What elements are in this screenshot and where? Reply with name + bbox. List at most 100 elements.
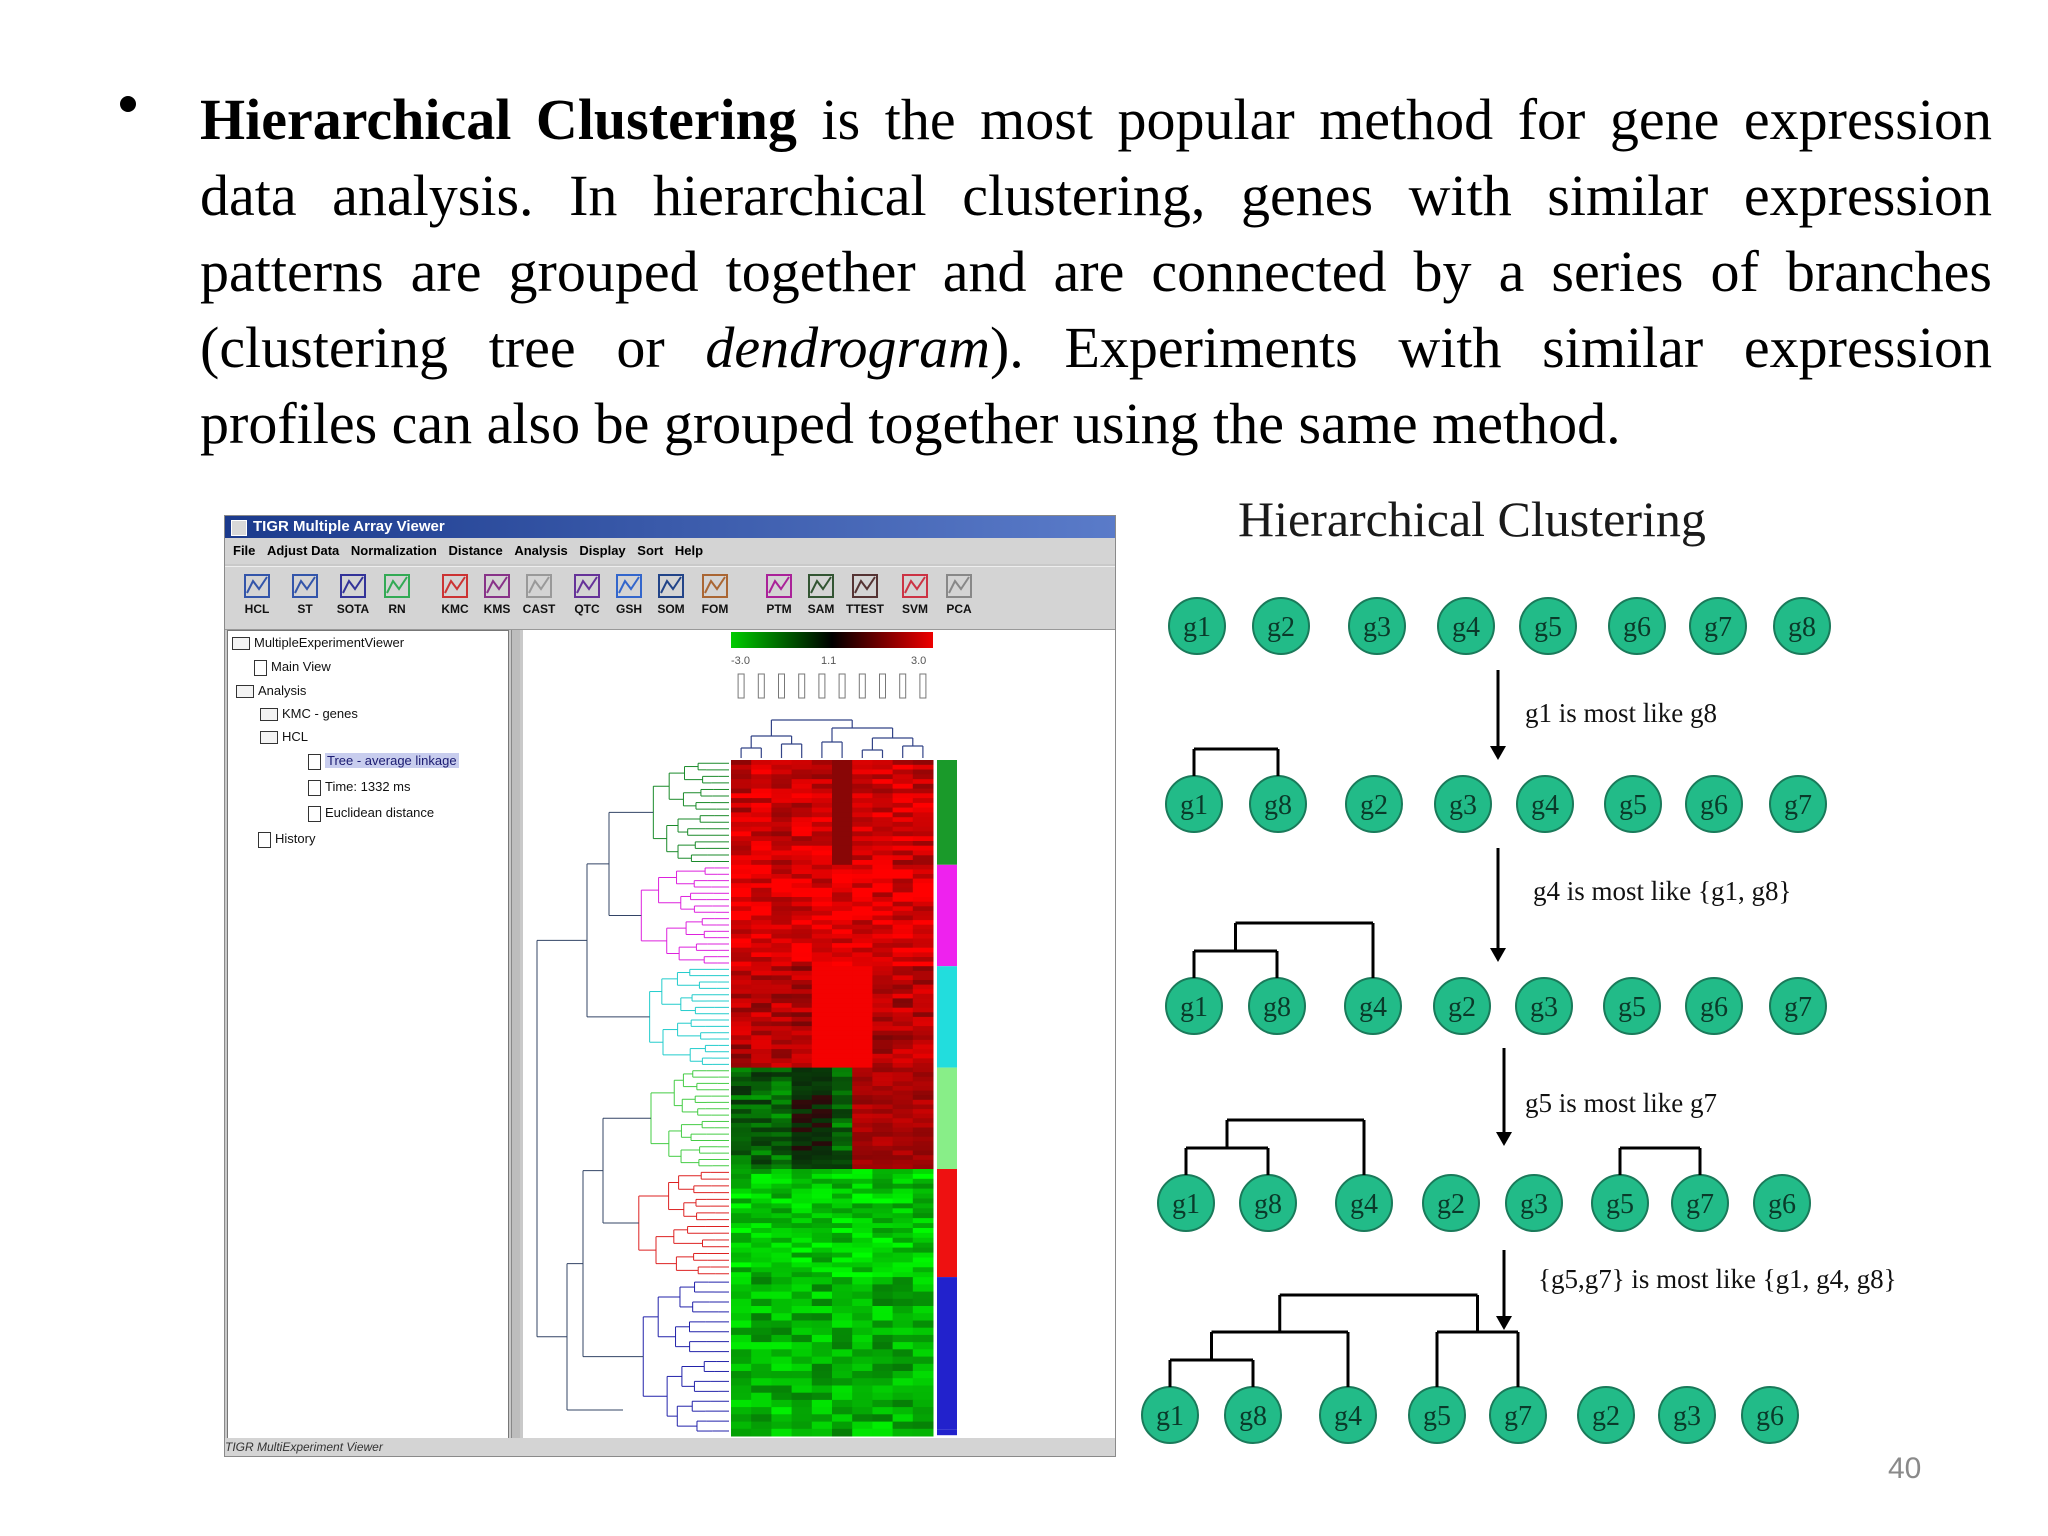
heatmap-cell: [771, 1428, 793, 1437]
heatmap-cell: [731, 1208, 752, 1214]
heatmap-cell: [751, 1136, 772, 1142]
sample-label: [838, 673, 846, 699]
heatmap-cell: [731, 1284, 752, 1293]
heatmap-cell: [791, 1076, 813, 1082]
menu-sort[interactable]: Sort: [637, 543, 664, 558]
heatmap-cell: [832, 1118, 853, 1124]
tool-fom-button[interactable]: FOM: [693, 571, 737, 625]
tree-main-view[interactable]: Main View: [254, 659, 331, 676]
heatmap-cell: [872, 1267, 894, 1273]
tool-label: HCL: [244, 602, 270, 616]
heatmap-cell: [852, 1150, 873, 1156]
gene-node-label: g5: [1534, 612, 1562, 643]
heatmap-cell: [832, 1193, 853, 1199]
heatmap-cell: [731, 764, 752, 771]
heatmap-cell: [832, 807, 853, 813]
menu-normalization[interactable]: Normalization: [350, 543, 437, 558]
heatmap-cell: [771, 1378, 793, 1386]
heatmap-cell: [912, 1076, 934, 1082]
heatmap-cell: [731, 841, 752, 847]
heatmap-cell: [852, 874, 873, 880]
tool-rn-button[interactable]: RN: [375, 571, 419, 625]
tool-som-button[interactable]: SOM: [649, 571, 693, 625]
heatmap-cell: [912, 1150, 934, 1156]
heatmap-cell: [811, 1232, 833, 1239]
heatmap-cell: [852, 924, 873, 930]
heatmap-cell: [731, 920, 752, 926]
tree-root[interactable]: MultipleExperimentViewer: [232, 635, 404, 651]
heatmap-cell: [852, 1284, 873, 1293]
tool-sota-button[interactable]: SOTA: [331, 571, 375, 625]
heatmap-cell: [731, 1132, 752, 1138]
heatmap-cell: [811, 920, 833, 926]
heatmap-cell: [811, 1267, 833, 1273]
heatmap-cell: [852, 938, 873, 944]
menu-file[interactable]: File: [233, 543, 256, 558]
document-icon: [308, 805, 321, 822]
heatmap-cell: [832, 841, 853, 847]
menu-adjust-data[interactable]: Adjust Data: [267, 543, 340, 558]
heatmap-cell: [751, 1392, 772, 1401]
gene-node: g5: [1591, 1174, 1649, 1232]
menu-analysis[interactable]: Analysis: [514, 543, 568, 558]
tree-kmc-genes[interactable]: KMC - genes: [260, 706, 358, 722]
heatmap-cell: [852, 1044, 873, 1050]
tool-ptm-button[interactable]: PTM: [757, 571, 801, 625]
heatmap-cell: [912, 774, 934, 780]
menu-help[interactable]: Help: [674, 543, 704, 558]
gene-node-label: g3: [1363, 612, 1391, 643]
pane-splitter[interactable]: [511, 630, 520, 1438]
heatmap-cell: [751, 1272, 772, 1278]
heatmap-cell: [751, 1327, 772, 1336]
heatmap-cell: [852, 1053, 873, 1059]
tool-st-button[interactable]: ST: [283, 571, 327, 625]
kmc-icon: [437, 571, 473, 601]
heatmap-cell: [791, 1371, 813, 1379]
heatmap-cell: [912, 1104, 934, 1110]
heatmap-cell: [832, 1407, 853, 1415]
heatmap-cell: [811, 783, 833, 790]
tool-sam-button[interactable]: SAM: [799, 571, 843, 625]
heatmap-cell: [731, 812, 752, 818]
heatmap-cell: [811, 1237, 833, 1244]
tool-qtc-button[interactable]: QTC: [565, 571, 609, 625]
tool-gsh-button[interactable]: GSH: [607, 571, 651, 625]
tool-kms-button[interactable]: KMS: [475, 571, 519, 625]
heatmap-cell: [791, 933, 813, 939]
tree-history[interactable]: History: [258, 831, 315, 848]
heatmap-cell: [791, 1363, 813, 1372]
heatmap-cell: [912, 952, 934, 958]
tree-hcl[interactable]: HCL: [260, 729, 308, 745]
tree-time[interactable]: Time: 1332 ms: [308, 779, 411, 796]
heatmap-cell: [791, 1407, 813, 1415]
gene-node-label: g1: [1183, 612, 1211, 643]
heatmap-cell: [892, 812, 914, 818]
gene-node: g3: [1515, 977, 1573, 1035]
tool-svm-button[interactable]: SVM: [893, 571, 937, 625]
tree-average-linkage[interactable]: Tree - average linkage: [308, 753, 459, 770]
tool-pca-button[interactable]: PCA: [937, 571, 981, 625]
heatmap-cell: [912, 929, 934, 935]
tree-analysis[interactable]: Analysis: [236, 683, 306, 699]
heatmap-cell: [791, 769, 813, 775]
tool-kmc-button[interactable]: KMC: [433, 571, 477, 625]
heatmap-cell: [811, 1277, 833, 1285]
heatmap-cell: [771, 1109, 793, 1115]
heatmap-cell: [811, 989, 833, 995]
heatmap-cell: [832, 1021, 853, 1027]
tool-ttest-button[interactable]: TTEST: [843, 571, 887, 625]
heatmap-cell: [771, 1053, 793, 1059]
tool-cast-button[interactable]: CAST: [517, 571, 561, 625]
heatmap-cell: [912, 980, 934, 986]
tree-distance[interactable]: Euclidean distance: [308, 805, 434, 822]
menu-distance[interactable]: Distance: [448, 543, 503, 558]
heatmap-cell: [731, 1349, 752, 1357]
heatmap-cell: [731, 998, 752, 1004]
heatmap-cell: [852, 1342, 873, 1350]
heatmap-cell: [912, 961, 934, 967]
heatmap-cell: [751, 1058, 772, 1064]
heatmap-cell: [892, 1252, 914, 1258]
menu-display[interactable]: Display: [579, 543, 626, 558]
tool-hcl-button[interactable]: HCL: [235, 571, 279, 625]
heatmap-cell: [872, 1086, 894, 1092]
